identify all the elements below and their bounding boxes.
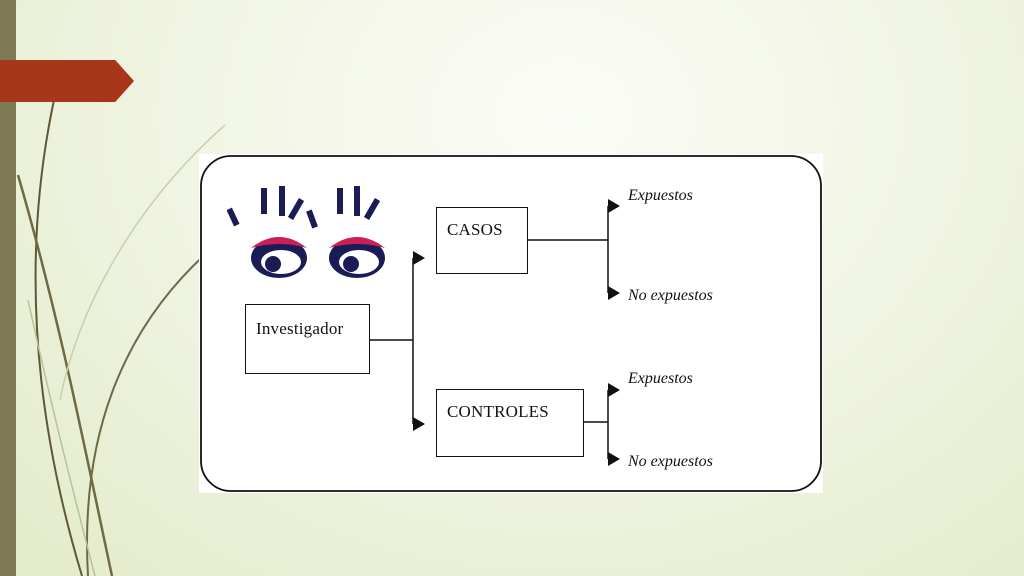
- node-casos: CASOS: [436, 207, 528, 274]
- eyes-icon: [227, 186, 385, 278]
- leaf-controles-expuestos: Expuestos: [628, 370, 693, 387]
- decor-left-bar: [0, 0, 16, 576]
- leaf-casos-expuestos: Expuestos: [628, 187, 693, 204]
- decor-red-tab: [0, 60, 134, 102]
- node-controles: CONTROLES: [436, 389, 584, 457]
- leaf-casos-no-expuestos: No expuestos: [628, 287, 713, 304]
- node-investigador: Investigador: [245, 304, 370, 374]
- leaf-controles-no-expuestos: No expuestos: [628, 453, 713, 470]
- diagram-frame: Investigador CASOS CONTROLES Expuestos N…: [199, 154, 823, 493]
